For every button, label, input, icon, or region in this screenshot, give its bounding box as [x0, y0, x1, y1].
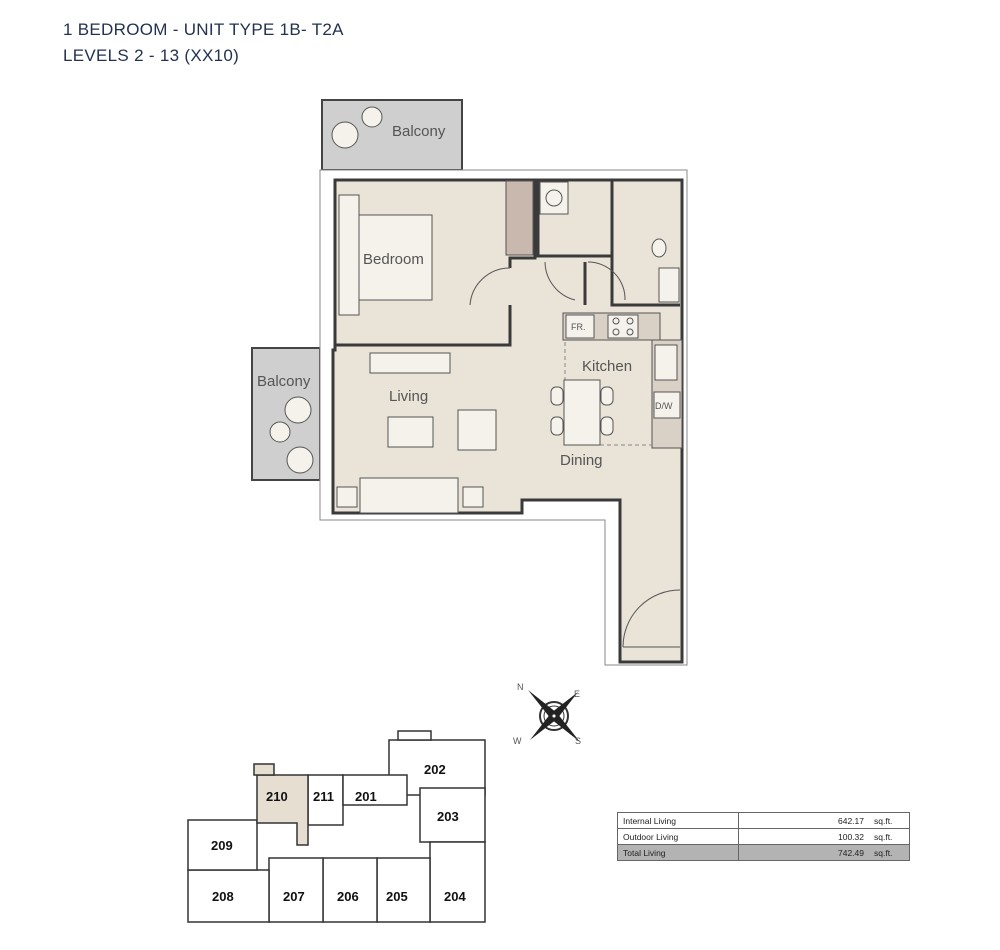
dining-table [563, 379, 601, 446]
label-kitchen: Kitchen [582, 358, 632, 375]
hob [607, 314, 639, 339]
key-unit-208: 208 [212, 889, 234, 904]
key-unit-209: 209 [211, 838, 233, 853]
bathroom-door [587, 261, 626, 301]
bed [358, 214, 433, 301]
tv-unit [369, 352, 451, 374]
label-bedroom: Bedroom [363, 251, 424, 268]
plan-title: 1 BEDROOM - UNIT TYPE 1B- T2A [63, 20, 344, 39]
key-unit-202: 202 [424, 762, 446, 777]
bed-headboard [338, 194, 360, 316]
table-row-total: Total Living 742.49 sq.ft. [617, 844, 910, 861]
sofa [359, 477, 459, 514]
key-unit-210: 210 [266, 789, 288, 804]
compass-s: S [575, 736, 581, 746]
side-table-right [462, 486, 484, 508]
row-unit: sq.ft. [869, 812, 910, 829]
label-dining: Dining [560, 452, 603, 469]
interior-walls [335, 180, 680, 347]
kitchen-sink [654, 344, 678, 381]
row-label: Internal Living [617, 812, 739, 829]
row-value: 642.17 [738, 812, 869, 829]
area-table: Internal Living 642.17 sq.ft. Outdoor Li… [617, 812, 910, 861]
row-label: Total Living [617, 844, 739, 861]
bedroom-door [469, 267, 511, 306]
key-unit-203: 203 [437, 809, 459, 824]
coffee-table [387, 416, 434, 448]
row-value: 742.49 [738, 844, 869, 861]
toilet [651, 238, 667, 258]
label-balcony-top: Balcony [392, 123, 446, 140]
key-unit-205: 205 [386, 889, 408, 904]
key-plan [187, 730, 486, 923]
laundry-door [544, 261, 576, 301]
wardrobe [505, 180, 534, 256]
key-unit-206: 206 [337, 889, 359, 904]
dining-chairs [550, 386, 614, 436]
row-label: Outdoor Living [617, 828, 739, 845]
fridge-label: FR. [571, 322, 586, 332]
label-living: Living [389, 388, 428, 405]
table-row: Internal Living 642.17 sq.ft. [617, 812, 910, 829]
compass-e: E [574, 689, 580, 699]
key-unit-211: 211 [313, 789, 334, 804]
compass-w: W [513, 736, 522, 746]
entry-door [622, 589, 681, 648]
balcony-furniture [269, 106, 383, 474]
dishwasher [653, 391, 681, 419]
row-value: 100.32 [738, 828, 869, 845]
compass-n: N [517, 682, 524, 692]
key-unit-204: 204 [444, 889, 466, 904]
compass-icon [528, 690, 580, 742]
dishwasher-label: D/W [655, 401, 673, 411]
label-balcony-left: Balcony [257, 373, 311, 390]
armchair [457, 409, 497, 451]
side-table-left [336, 486, 358, 508]
row-unit: sq.ft. [869, 844, 910, 861]
washer [539, 181, 569, 215]
fridge [565, 314, 595, 339]
bathroom-sink [658, 267, 680, 303]
plan-subtitle: LEVELS 2 - 13 (XX10) [63, 46, 240, 65]
table-row: Outdoor Living 100.32 sq.ft. [617, 828, 910, 845]
key-unit-201: 201 [355, 789, 377, 804]
key-unit-207: 207 [283, 889, 305, 904]
row-unit: sq.ft. [869, 828, 910, 845]
